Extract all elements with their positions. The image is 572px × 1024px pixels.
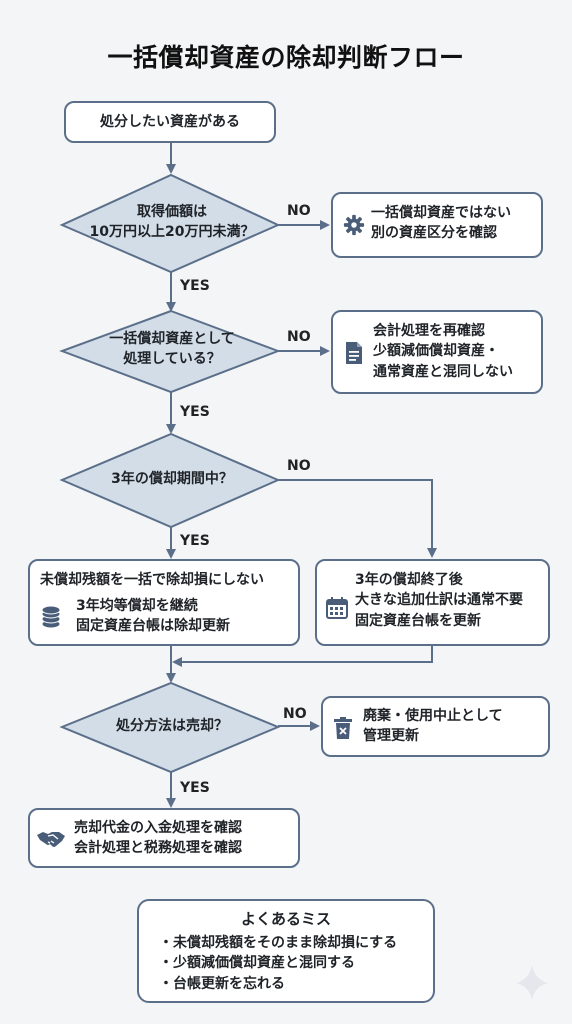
decision-3-line1: 3年の償却期間中？ <box>111 471 233 487</box>
yes-label-4: YES <box>180 780 210 796</box>
no-label-3: NO <box>287 458 311 474</box>
no-label-1: NO <box>287 203 311 219</box>
decision-diamond-1 <box>59 173 281 274</box>
after-period-box: 3年の償却終了後 大きな追加仕訳は通常不要 固定資産台帳を更新 <box>315 559 550 646</box>
page-title: 一括償却資産の除却判断フロー <box>107 43 465 72</box>
continue-line2: 3年均等償却を継続 <box>76 598 198 614</box>
yes-label-2: YES <box>180 404 210 420</box>
decision-diamond-3 <box>59 432 281 529</box>
mistake-item: ・台帳更新を忘れる <box>159 975 285 992</box>
decision-2-line2: 処理している？ <box>123 350 221 367</box>
disposal-line1: 廃棄・使用中止として <box>363 708 503 724</box>
continue-line3: 固定資産台帳は除却更新 <box>76 618 230 635</box>
mistake-item: ・少額減価償却資産と混同する <box>159 955 355 972</box>
common-mistakes-box: よくあるミス ・未償却残額をそのまま除却損にする ・少額減価償却資産と混同する … <box>137 899 435 1003</box>
disposal-line2: 管理更新 <box>363 728 419 745</box>
decision-1-line2: 10万円以上20万円未満？ <box>89 223 255 240</box>
no-label-2: NO <box>287 329 311 345</box>
document-icon <box>346 342 362 364</box>
yes-label-3: YES <box>180 533 210 549</box>
after-period-line2: 大きな追加仕訳は通常不要 <box>355 592 523 609</box>
recheck-line2: 少額減価償却資産・ <box>373 343 499 360</box>
after-period-line1: 3年の償却終了後 <box>355 572 463 588</box>
decision-4-label: 処分方法は売却？ <box>72 717 272 737</box>
sale-check-box: 売却代金の入金処理を確認 会計処理と税務処理を確認 <box>28 808 300 868</box>
trash-icon <box>334 717 352 739</box>
after-period-line3: 固定資産台帳を更新 <box>355 612 481 629</box>
start-label: 処分したい資産がある <box>100 113 240 130</box>
decision-diamond-2 <box>59 309 281 394</box>
decision-2-line1: 一括償却資産として <box>109 331 235 347</box>
decision-1-label: 取得価額は 10万円以上20万円未満？ <box>72 203 272 242</box>
sale-line1: 売却代金の入金処理を確認 <box>74 820 242 836</box>
not-lump-sum-box: 一括償却資産ではない 別の資産区分を確認 <box>331 192 543 258</box>
calendar-icon <box>326 597 348 619</box>
common-mistakes-title: よくあるミス <box>240 910 331 928</box>
recheck-line3: 通常資産と混同しない <box>373 363 513 380</box>
recheck-accounting-box: 会計処理を再確認 少額減価償却資産・ 通常資産と混同しない <box>331 310 543 394</box>
arrow-d3-no <box>278 479 437 558</box>
yes-label-1: YES <box>180 278 210 294</box>
decision-2-label: 一括償却資産として 処理している？ <box>72 330 272 369</box>
decision-1-line1: 取得価額は <box>137 204 207 220</box>
merge-right <box>172 646 433 667</box>
gear-icon <box>343 214 365 236</box>
continue-depreciation-box: 未償却残額を一括で除却損にしない 3年均等償却を継続 固定資産台帳は除却更新 <box>28 559 300 646</box>
handshake-icon <box>37 832 65 847</box>
decision-3-label: 3年の償却期間中？ <box>72 470 272 490</box>
disposal-box: 廃棄・使用中止として 管理更新 <box>321 696 550 757</box>
sparkle-icon <box>516 965 548 1000</box>
start-box: 処分したい資産がある <box>64 101 276 143</box>
sale-line2: 会計処理と税務処理を確認 <box>74 840 242 857</box>
not-lump-sum-line1: 一括償却資産ではない <box>371 205 511 221</box>
not-lump-sum-line2: 別の資産区分を確認 <box>371 225 497 242</box>
decision-diamond-4 <box>59 681 281 774</box>
no-label-4: NO <box>283 706 307 722</box>
mistake-item: ・未償却残額をそのまま除却損にする <box>159 935 398 951</box>
decision-4-line1: 処分方法は売却？ <box>116 718 228 734</box>
recheck-line1: 会計処理を再確認 <box>373 323 485 339</box>
continue-line1: 未償却残額を一括で除却損にしない <box>40 572 264 588</box>
coins-icon <box>41 605 61 629</box>
